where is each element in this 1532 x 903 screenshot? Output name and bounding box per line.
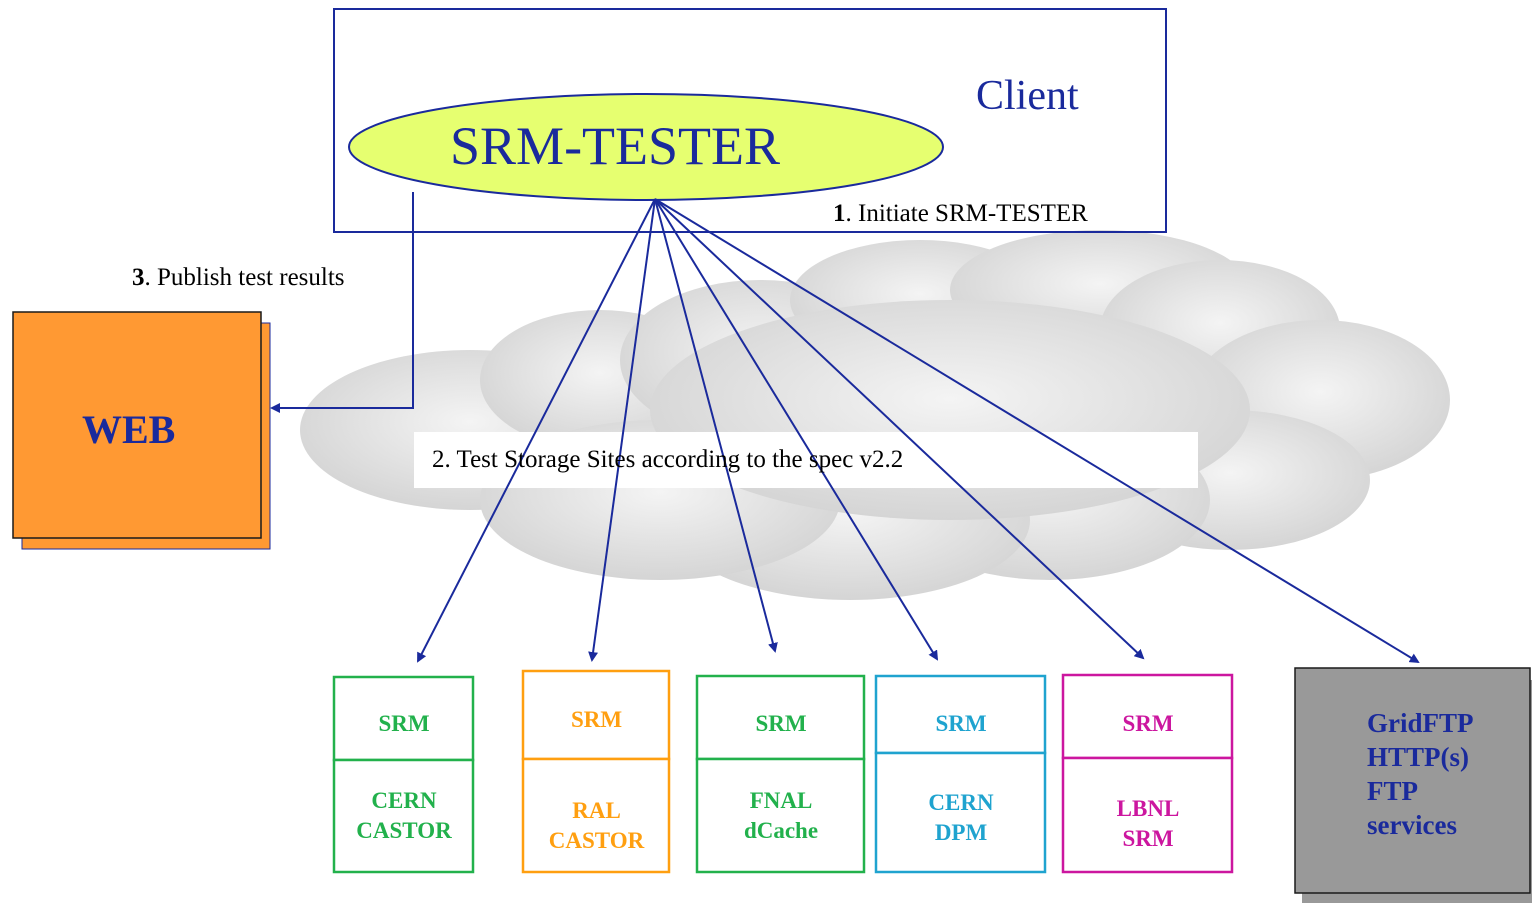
- site-2-line-1: RAL: [572, 798, 621, 823]
- step3-number: 3: [132, 264, 145, 291]
- storage-sites: [332, 669, 1234, 874]
- site-5-srm-box[interactable]: [1061, 673, 1234, 760]
- site-4-name-label: CERN DPM: [877, 788, 1045, 848]
- step1-number: 1: [833, 200, 846, 227]
- services-label: GridFTP HTTP(s) FTP services: [1367, 706, 1474, 842]
- test-arrows: [417, 198, 1420, 664]
- site-1-line-2: CASTOR: [356, 818, 452, 843]
- step3-text: . Publish test results: [144, 264, 345, 291]
- site-1-name-label: CERN CASTOR: [335, 786, 473, 846]
- step1-text: . Initiate SRM-TESTER: [845, 200, 1088, 227]
- site-3-line-1: FNAL: [749, 788, 813, 813]
- web-box[interactable]: [12, 311, 262, 539]
- services-line-3: FTP: [1367, 776, 1418, 806]
- site-2-name-box[interactable]: [521, 757, 671, 874]
- services-line-2: HTTP(s): [1367, 742, 1470, 772]
- web-label: WEB: [82, 407, 176, 452]
- site-2-name-label: RAL CASTOR: [524, 796, 669, 856]
- client-label: Client: [976, 73, 1079, 119]
- site-1-srm-box[interactable]: [332, 675, 475, 762]
- arrow-to-cern-castor: [417, 198, 656, 663]
- site-2-line-2: CASTOR: [548, 828, 645, 853]
- site-3-name-label: FNAL dCache: [698, 786, 864, 846]
- arrow-to-services: [654, 198, 1420, 664]
- site-5-name-box[interactable]: [1061, 756, 1234, 874]
- arrow-to-lbnl-srm: [654, 198, 1145, 660]
- srm-tester-ellipse: [348, 93, 944, 201]
- site-5-name-label: LBNL SRM: [1064, 794, 1232, 854]
- services-line-1: GridFTP: [1367, 708, 1474, 738]
- site-4-line-2: DPM: [934, 820, 988, 845]
- step2-label-box: [414, 432, 1198, 488]
- site-4-srm-label: SRM: [935, 711, 987, 736]
- site-4-srm-box[interactable]: [874, 674, 1047, 755]
- site-3-srm-label: SRM: [755, 711, 807, 736]
- site-5-line-1: LBNL: [1116, 796, 1180, 821]
- arrow-to-fnal-dcache: [654, 198, 778, 653]
- site-4-line-1: CERN: [928, 790, 994, 815]
- step2-label: 2. Test Storage Sites according to the s…: [432, 446, 904, 473]
- network-cloud: [300, 230, 1450, 600]
- site-5-line-2: SRM: [1122, 826, 1174, 851]
- site-1-name-box[interactable]: [332, 758, 475, 874]
- arrow-to-cern-dpm: [654, 198, 939, 661]
- step3-label: 3. Publish test results: [132, 264, 345, 292]
- publish-arrow: [270, 192, 414, 413]
- site-1-srm-label: SRM: [378, 711, 430, 736]
- site-3-line-2: dCache: [743, 818, 819, 843]
- site-4-name-box[interactable]: [874, 751, 1047, 874]
- services-box[interactable]: [1294, 667, 1531, 894]
- site-3-srm-box[interactable]: [695, 674, 866, 761]
- site-2-srm-label: SRM: [570, 707, 623, 732]
- services-line-4: services: [1367, 810, 1457, 840]
- site-1-line-1: CERN: [371, 788, 437, 813]
- site-5-srm-label: SRM: [1122, 711, 1174, 736]
- client-box: [333, 8, 1167, 233]
- srm-tester-label: SRM-TESTER: [450, 116, 781, 176]
- site-2-srm-box[interactable]: [521, 669, 671, 761]
- step1-label: 1. Initiate SRM-TESTER: [833, 200, 1088, 228]
- arrow-to-ral-castor: [588, 198, 656, 662]
- site-3-name-box[interactable]: [695, 757, 866, 874]
